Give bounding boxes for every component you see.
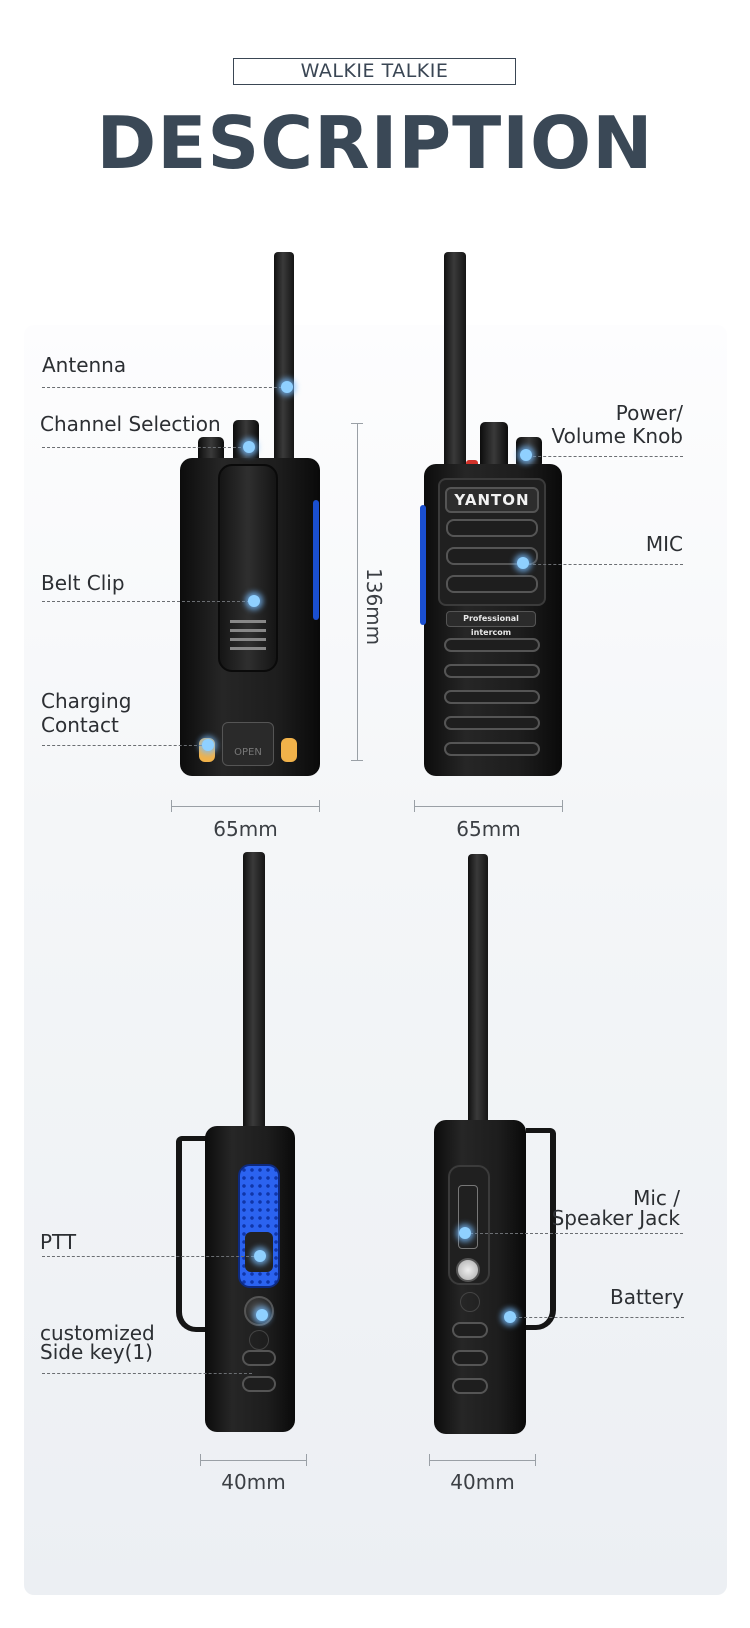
body-rib-2 — [444, 664, 540, 678]
grille-slot-2 — [446, 547, 538, 565]
subtitle-box: WALKIE TALKIE — [233, 58, 516, 85]
hotspot-battery-icon[interactable] — [504, 1311, 516, 1323]
callout-jack-label-2: Speaker Jack — [551, 1206, 680, 1230]
callout-charging-label-1: Charging — [41, 689, 132, 713]
brand-logo: YANTON — [445, 487, 539, 513]
dimension-height-text: 136mm — [362, 568, 386, 646]
side-blue-strip — [313, 500, 319, 620]
callout-channel-leader — [42, 447, 246, 448]
callout-battery-leader — [514, 1317, 684, 1318]
dimension-width-back-line — [171, 800, 320, 812]
callout-sidekey-label-1: customized — [40, 1321, 155, 1345]
dimension-width-front-line — [414, 800, 563, 812]
antenna-side-right — [468, 854, 488, 1122]
channel-knob-front — [480, 422, 508, 466]
dimension-depth-left-text: 40mm — [221, 1470, 286, 1494]
callout-jack-leader — [470, 1233, 683, 1234]
callout-mic-leader — [528, 564, 683, 565]
mic-speaker-jack — [458, 1185, 478, 1249]
tagline-label: Professional intercom — [446, 611, 536, 637]
hotspot-charging-icon[interactable] — [202, 739, 214, 751]
dimension-depth-left-line — [200, 1454, 307, 1466]
callout-antenna-label: Antenna — [42, 353, 127, 377]
page-title: DESCRIPTION — [96, 101, 654, 185]
hotspot-jack-icon[interactable] — [459, 1227, 471, 1239]
callout-antenna-leader — [42, 387, 282, 388]
hotspot-belt-clip-icon[interactable] — [248, 595, 260, 607]
callout-power-leader — [528, 456, 683, 457]
battery-latch: OPEN — [222, 722, 274, 766]
hotspot-antenna-icon[interactable] — [281, 381, 293, 393]
content-panel — [24, 325, 727, 1595]
callout-sidekey-label-2: Side key(1) — [40, 1340, 153, 1364]
side-ring-right — [460, 1292, 480, 1312]
body-rib-5 — [444, 742, 540, 756]
callout-mic-label: MIC — [645, 532, 683, 556]
callout-jack-label-1: Mic / — [633, 1186, 680, 1210]
port-screw — [456, 1258, 480, 1282]
antenna — [274, 252, 294, 460]
callout-power-label-1: Power/ — [615, 401, 683, 425]
belt-clip-side-left — [176, 1136, 206, 1332]
body-rib-1 — [444, 638, 540, 652]
side-blue-strip-front — [420, 505, 426, 625]
side-rib-r3 — [452, 1378, 488, 1394]
charging-contact-right — [281, 738, 297, 762]
side-rib-2 — [242, 1376, 276, 1392]
body-rib-3 — [444, 690, 540, 704]
hotspot-sidekey-icon[interactable] — [256, 1309, 268, 1321]
callout-sidekey-leader — [42, 1373, 252, 1374]
callout-charging-leader — [42, 745, 202, 746]
hotspot-ptt-icon[interactable] — [254, 1250, 266, 1262]
callout-power-label-2: Volume Knob — [551, 424, 683, 448]
hotspot-channel-icon[interactable] — [243, 441, 255, 453]
antenna-front — [444, 252, 466, 466]
grille-slot-1 — [446, 519, 538, 537]
body-rib-4 — [444, 716, 540, 730]
hotspot-power-icon[interactable] — [520, 449, 532, 461]
callout-channel-label: Channel Selection — [40, 412, 221, 436]
hotspot-mic-icon[interactable] — [517, 557, 529, 569]
dimension-width-back-text: 65mm — [213, 817, 278, 841]
clip-grip-lines — [230, 620, 266, 650]
antenna-side-left — [243, 852, 265, 1130]
dimension-width-front-text: 65mm — [456, 817, 521, 841]
callout-ptt-leader — [42, 1256, 254, 1257]
dimension-depth-right-text: 40mm — [450, 1470, 515, 1494]
callout-charging-label-2: Contact — [41, 713, 119, 737]
dimension-height-line — [351, 423, 363, 761]
grille-slot-3 — [446, 575, 538, 593]
dimension-depth-right-line — [429, 1454, 536, 1466]
side-rib-r1 — [452, 1322, 488, 1338]
callout-belt-clip-label: Belt Clip — [41, 571, 125, 595]
callout-ptt-label: PTT — [40, 1230, 77, 1254]
side-rib-r2 — [452, 1350, 488, 1366]
callout-battery-label: Battery — [609, 1285, 684, 1309]
side-key-ring — [249, 1330, 269, 1350]
callout-belt-clip-leader — [42, 601, 250, 602]
side-rib-1 — [242, 1350, 276, 1366]
